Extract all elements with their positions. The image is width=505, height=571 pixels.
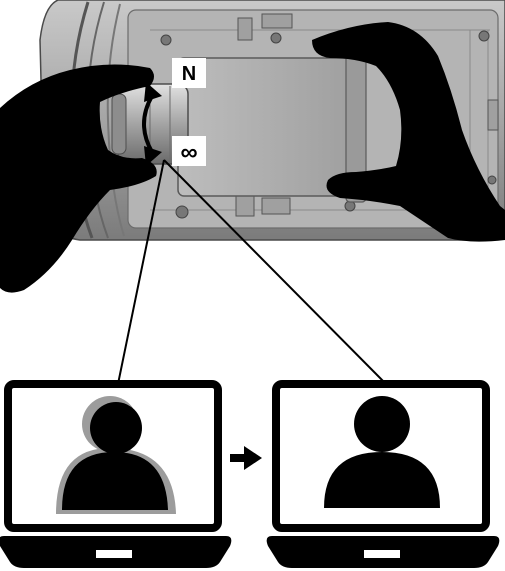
laptop-icon-blurred [0, 380, 232, 568]
curved-double-arrow-icon [142, 82, 162, 166]
person-sharp-icon [324, 396, 440, 508]
left-hand-icon [0, 64, 157, 293]
infinity-label-box: ∞ [172, 136, 206, 166]
right-arrow-icon [230, 446, 262, 470]
person-blurred-icon [56, 396, 176, 514]
near-label-box: N [172, 58, 206, 88]
near-label: N [182, 63, 196, 85]
laptop-trackpad [96, 550, 132, 558]
laptop-icon-sharp [266, 380, 500, 568]
laptop-trackpad [364, 550, 400, 558]
right-hand-icon [312, 22, 505, 242]
pointer-line-right [163, 159, 387, 385]
pointer-line-left [117, 159, 165, 385]
infinity-label: ∞ [180, 139, 197, 166]
